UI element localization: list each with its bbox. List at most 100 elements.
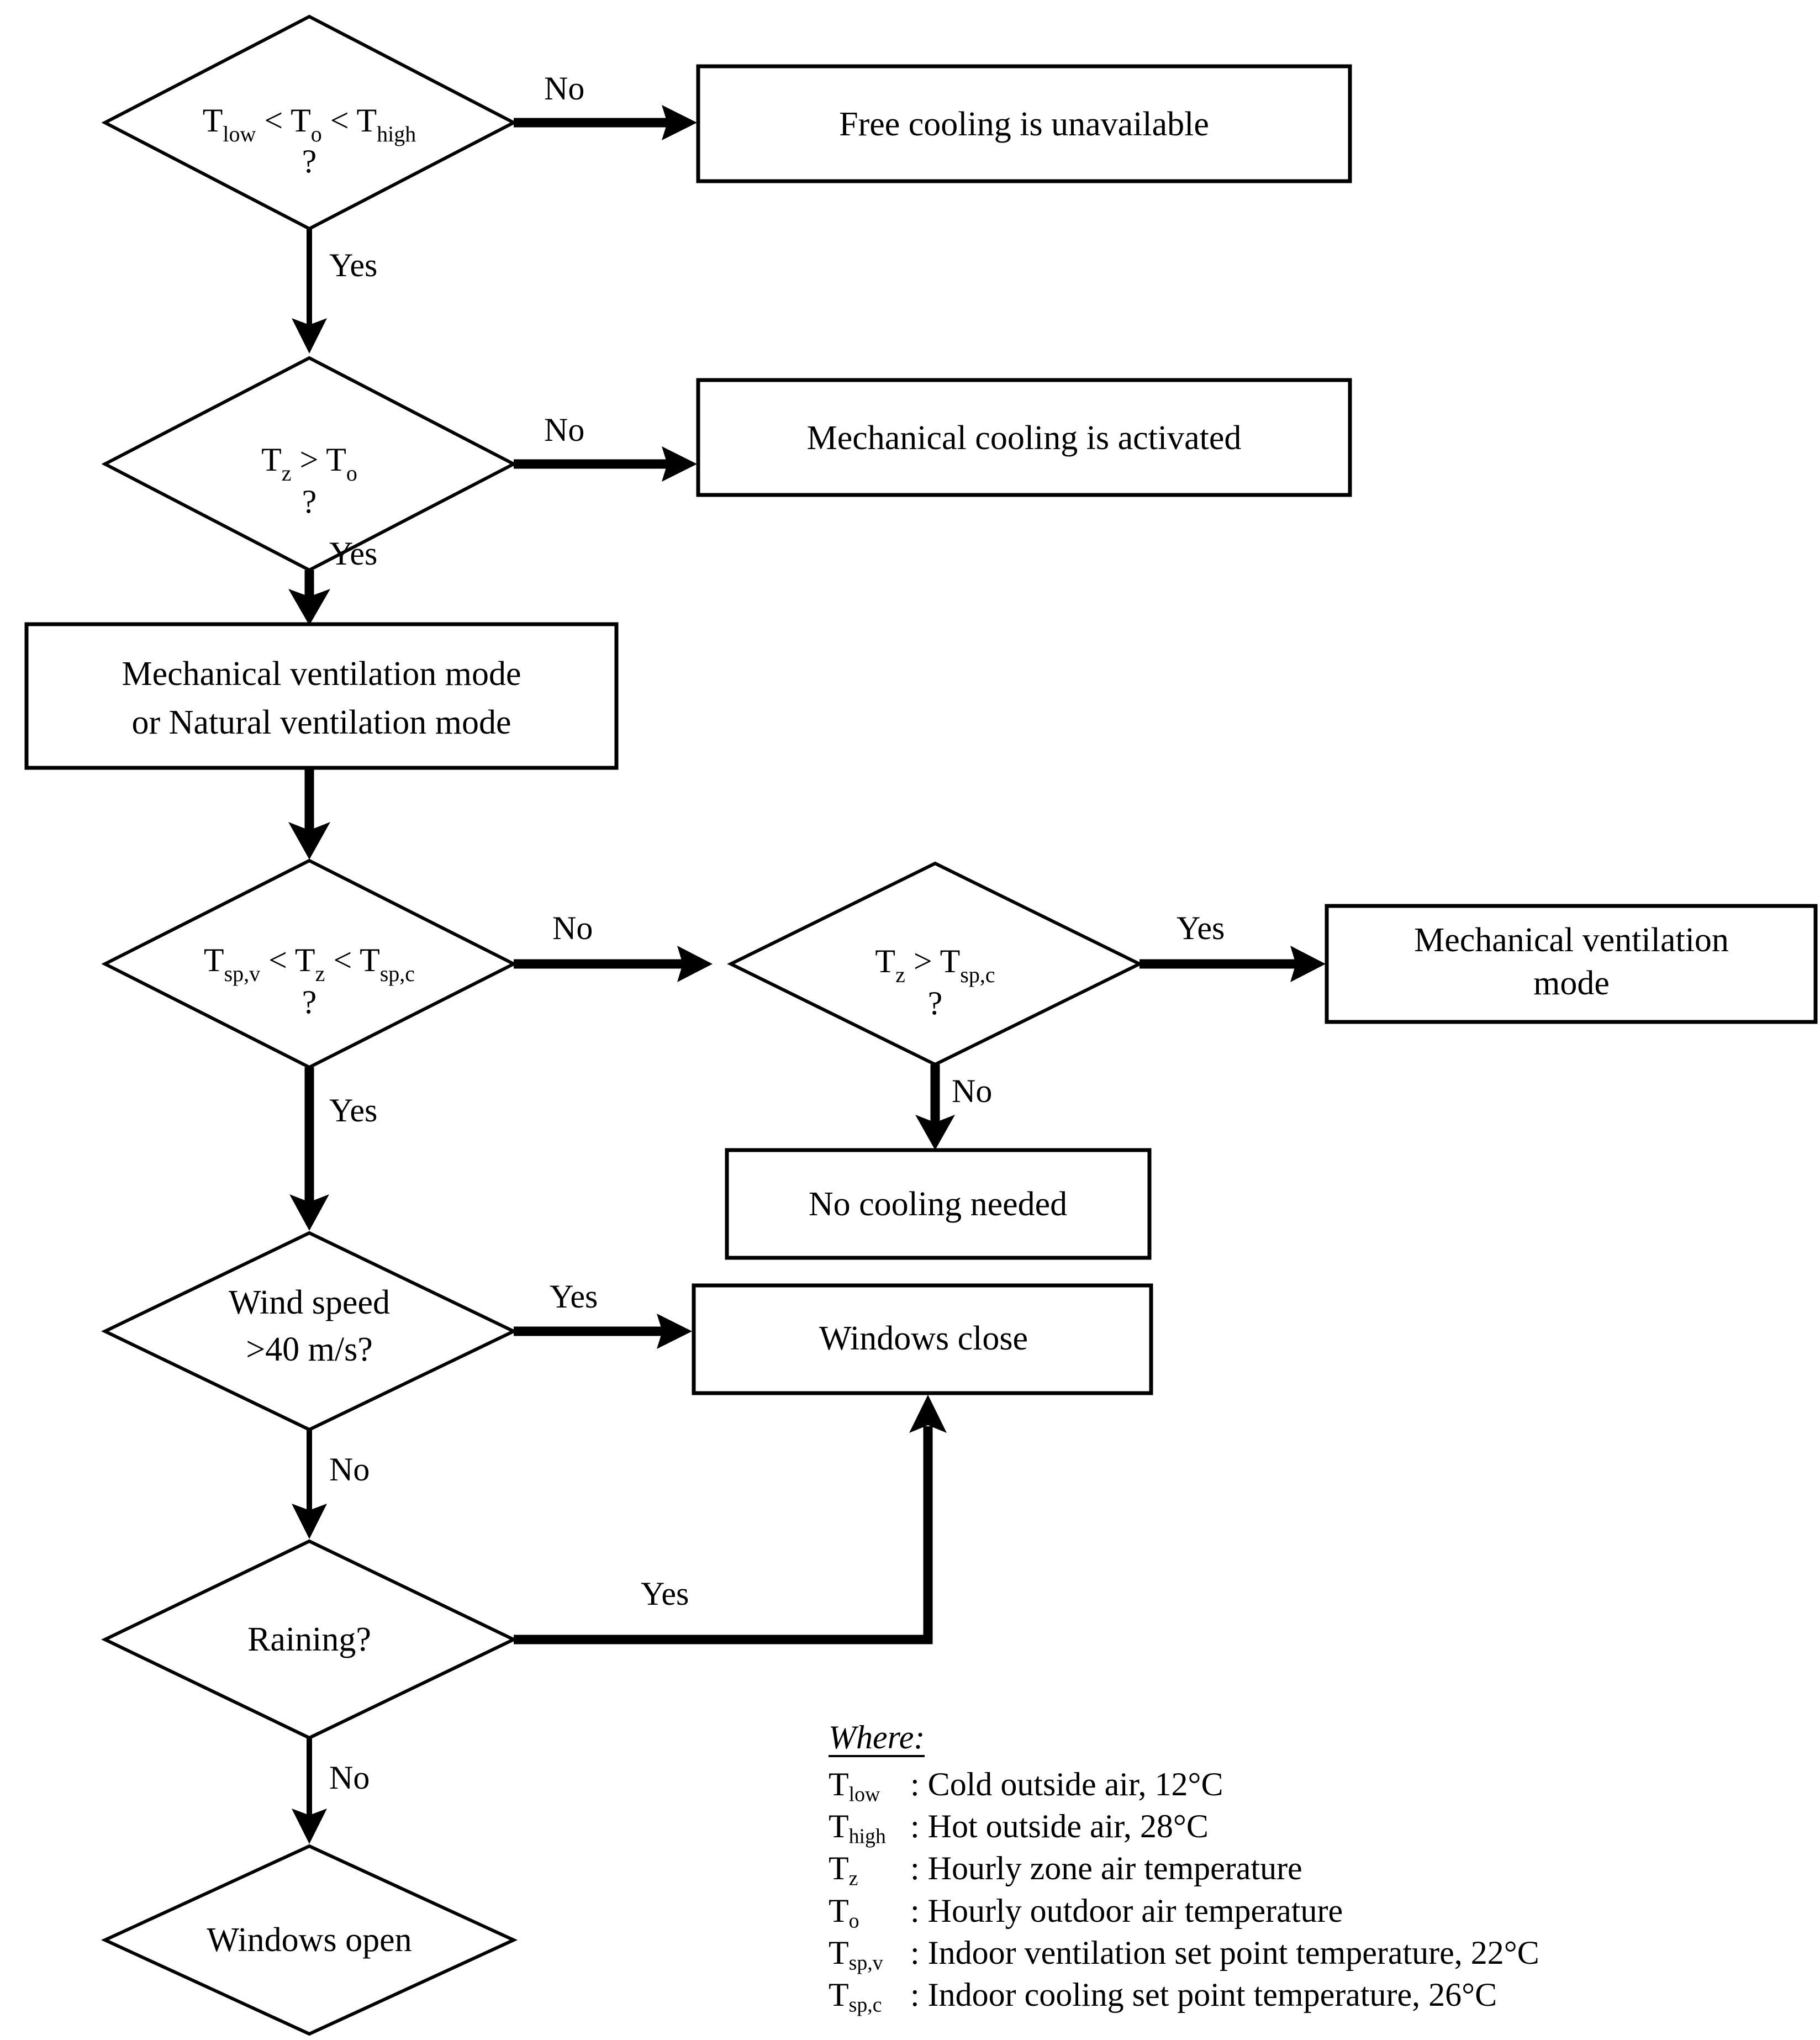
edge-label-d5-yes: Yes xyxy=(550,1278,598,1315)
legend-symbol: Thigh xyxy=(829,1808,886,1848)
d1-op2: < T xyxy=(322,102,377,139)
box-1-label: Free cooling is unavailable xyxy=(839,106,1209,143)
box-3-line-2: or Natural ventilation mode xyxy=(132,704,511,741)
d1-t-o-sub: o xyxy=(311,122,322,146)
d4-tz: T xyxy=(875,943,895,979)
legend-symbol: Tsp,c xyxy=(829,1976,882,2017)
edge-d4-yes-to-mech-vent-mode: Yes xyxy=(1140,910,1326,982)
edge-d3-no-to-decision-4: No xyxy=(514,910,713,982)
d2-to-sub: o xyxy=(346,461,357,486)
edge-label-d4-no: No xyxy=(952,1073,992,1109)
decision-3-text: Tsp,v < Tz < Tsp,c xyxy=(204,942,415,986)
decision-node-wind-speed[interactable]: Wind speed >40 m/s? xyxy=(101,1231,518,1432)
edge-label-d3-no: No xyxy=(552,910,593,946)
edge-d6-yes-to-windows-close: Yes xyxy=(514,1395,947,1644)
legend-description: : Cold outside air, 12°C xyxy=(910,1766,1223,1802)
legend-symbol-sub: sp,c xyxy=(848,1993,882,2017)
edge-label-d2-no: No xyxy=(544,412,584,448)
legend-row: Tsp,c : Indoor cooling set point tempera… xyxy=(829,1975,1768,2017)
terminal-windows-open-label: Windows open xyxy=(207,1921,412,1959)
edge-label-d6-yes: Yes xyxy=(641,1575,689,1612)
d1-t-low-sub: low xyxy=(223,122,256,146)
edge-d1-no-to-free-cooling: No xyxy=(514,70,697,140)
legend-row: Tsp,v : Indoor ventilation set point tem… xyxy=(829,1933,1768,1975)
decision-node-outdoor-temp-range[interactable]: Tlow < To < Thigh ? xyxy=(101,14,518,231)
edge-label-d5-no: No xyxy=(329,1451,370,1488)
box-5-label: No cooling needed xyxy=(809,1185,1067,1223)
d2-tz-sub: z xyxy=(282,461,292,486)
decision-node-zone-above-cooling-setpoint[interactable]: Tz > Tsp,c ? xyxy=(727,861,1143,1067)
d3-tspv: T xyxy=(204,942,224,978)
legend-heading: Where: xyxy=(829,1721,925,1757)
d2-to: T xyxy=(326,441,346,478)
edge-d2-yes-to-ventilation-mode: Yes xyxy=(288,535,377,625)
legend-symbol-sub: o xyxy=(848,1909,859,1933)
decision-node-zone-within-setpoints[interactable]: Tsp,v < Tz < Tsp,c ? xyxy=(101,858,518,1069)
box-4-line-2: mode xyxy=(1533,964,1610,1002)
decision-4-question-mark: ? xyxy=(928,985,943,1021)
legend-row: Tz : Hourly zone air temperature xyxy=(829,1849,1768,1891)
process-box-free-cooling-unavailable[interactable]: Free cooling is unavailable xyxy=(696,64,1352,183)
d1-t-high-sub: high xyxy=(377,122,416,146)
d1-t-o: T xyxy=(291,102,311,139)
decision-1-text: Tlow < To < Thigh xyxy=(203,102,416,146)
box-3-line-1: Mechanical ventilation mode xyxy=(122,655,521,693)
legend-description: : Indoor ventilation set point temperatu… xyxy=(910,1934,1539,1971)
edge-d4-no-to-no-cooling-needed: No xyxy=(915,1064,992,1150)
process-box-windows-close[interactable]: Windows close xyxy=(692,1283,1153,1395)
process-box-ventilation-mode-choice[interactable]: Mechanical ventilation mode or Natural v… xyxy=(24,622,619,770)
edge-label-d1-yes: Yes xyxy=(329,247,377,283)
decision-4-text: Tz > Tsp,c xyxy=(875,943,995,987)
box-2-label: Mechanical cooling is activated xyxy=(807,419,1242,457)
edge-label-d1-no: No xyxy=(544,70,584,107)
legend-symbol: Tsp,v xyxy=(829,1934,883,1975)
terminal-node-windows-open[interactable]: Windows open xyxy=(101,1844,518,2036)
edge-label-d3-yes: Yes xyxy=(329,1092,377,1129)
box-6-label: Windows close xyxy=(819,1320,1028,1357)
legend-description: : Hourly outdoor air temperature xyxy=(910,1892,1343,1929)
d2-tz: T xyxy=(261,441,282,478)
edge-box3-to-decision-3 xyxy=(288,768,330,860)
process-box-mechanical-cooling-activated[interactable]: Mechanical cooling is activated xyxy=(696,378,1352,497)
legend-row: To : Hourly outdoor air temperature xyxy=(829,1891,1768,1933)
legend-where: Where: Tlow : Cold outside air, 12°C Thi… xyxy=(829,1721,1768,2017)
d4-op: > T xyxy=(905,943,960,979)
process-box-no-cooling-needed[interactable]: No cooling needed xyxy=(725,1148,1152,1260)
edge-d1-yes-to-decision-2: Yes xyxy=(292,229,377,354)
decision-node-zone-vs-outdoor[interactable]: Tz > To ? xyxy=(101,356,518,572)
edge-d3-yes-to-wind-speed: Yes xyxy=(289,1067,377,1231)
legend-symbol-sub: low xyxy=(848,1783,880,1806)
edge-label-d4-yes: Yes xyxy=(1177,910,1225,946)
decision-6-label: Raining? xyxy=(247,1621,371,1658)
edge-d5-yes-to-windows-close: Yes xyxy=(514,1278,692,1349)
d3-tspv-sub: sp,v xyxy=(224,961,261,986)
box-4-line-1: Mechanical ventilation xyxy=(1414,921,1729,959)
process-box-mechanical-ventilation-mode[interactable]: Mechanical ventilation mode xyxy=(1325,904,1818,1024)
decision-2-text: Tz > To xyxy=(261,441,357,486)
d1-op1: < xyxy=(256,102,291,139)
decision-5-line-1: Wind speed xyxy=(229,1284,390,1321)
edge-d2-no-to-mechanical-cooling: No xyxy=(514,412,697,482)
legend-description: : Hourly zone air temperature xyxy=(910,1850,1302,1887)
decision-2-question-mark: ? xyxy=(302,483,317,520)
d4-tz-sub: z xyxy=(895,962,905,987)
decision-5-line-2: >40 m/s? xyxy=(246,1331,373,1368)
d2-op: > xyxy=(292,441,326,478)
legend-row: Tlow : Cold outside air, 12°C xyxy=(829,1765,1768,1807)
edge-label-d6-no: No xyxy=(329,1759,370,1796)
legend-symbol-sub: z xyxy=(848,1867,858,1890)
legend-row: Thigh : Hot outside air, 28°C xyxy=(829,1807,1768,1849)
legend-symbol: Tz xyxy=(829,1850,858,1890)
d3-op1: < T xyxy=(260,942,315,978)
d4-tspc-sub: sp,c xyxy=(960,962,995,987)
edge-d5-no-to-raining: No xyxy=(292,1430,370,1539)
decision-node-raining[interactable]: Raining? xyxy=(101,1539,518,1740)
edge-d6-no-to-windows-open: No xyxy=(292,1738,370,1844)
legend-symbol-sub: sp,v xyxy=(848,1951,883,1975)
d3-tspc-sub: sp,c xyxy=(380,961,415,986)
d3-tz-sub: z xyxy=(315,961,325,986)
legend-symbol-sub: high xyxy=(848,1825,886,1848)
legend-symbol: Tlow xyxy=(829,1766,880,1806)
d1-t-low: T xyxy=(203,102,223,139)
